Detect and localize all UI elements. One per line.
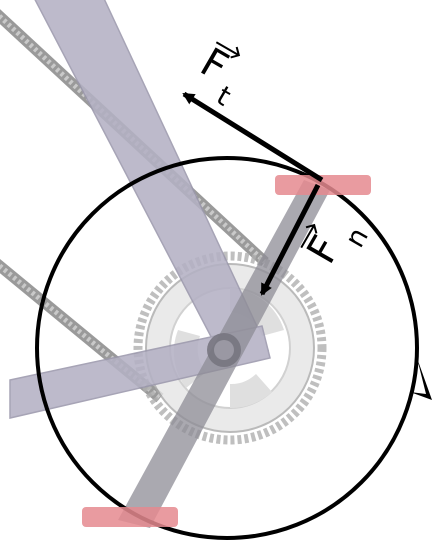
pedal-icon bbox=[82, 507, 178, 527]
crank-path-circle bbox=[35, 156, 419, 540]
normal-force-arrow bbox=[259, 183, 321, 296]
vector-arrow-icon bbox=[215, 41, 241, 59]
normal-force-subscript: n bbox=[339, 223, 374, 253]
tangential-force-arrow bbox=[182, 91, 324, 183]
pedal-icon bbox=[275, 175, 371, 195]
vector-arrow-icon bbox=[300, 223, 318, 249]
bottom-bracket bbox=[207, 333, 241, 367]
rotation-arrow-icon bbox=[410, 358, 432, 400]
